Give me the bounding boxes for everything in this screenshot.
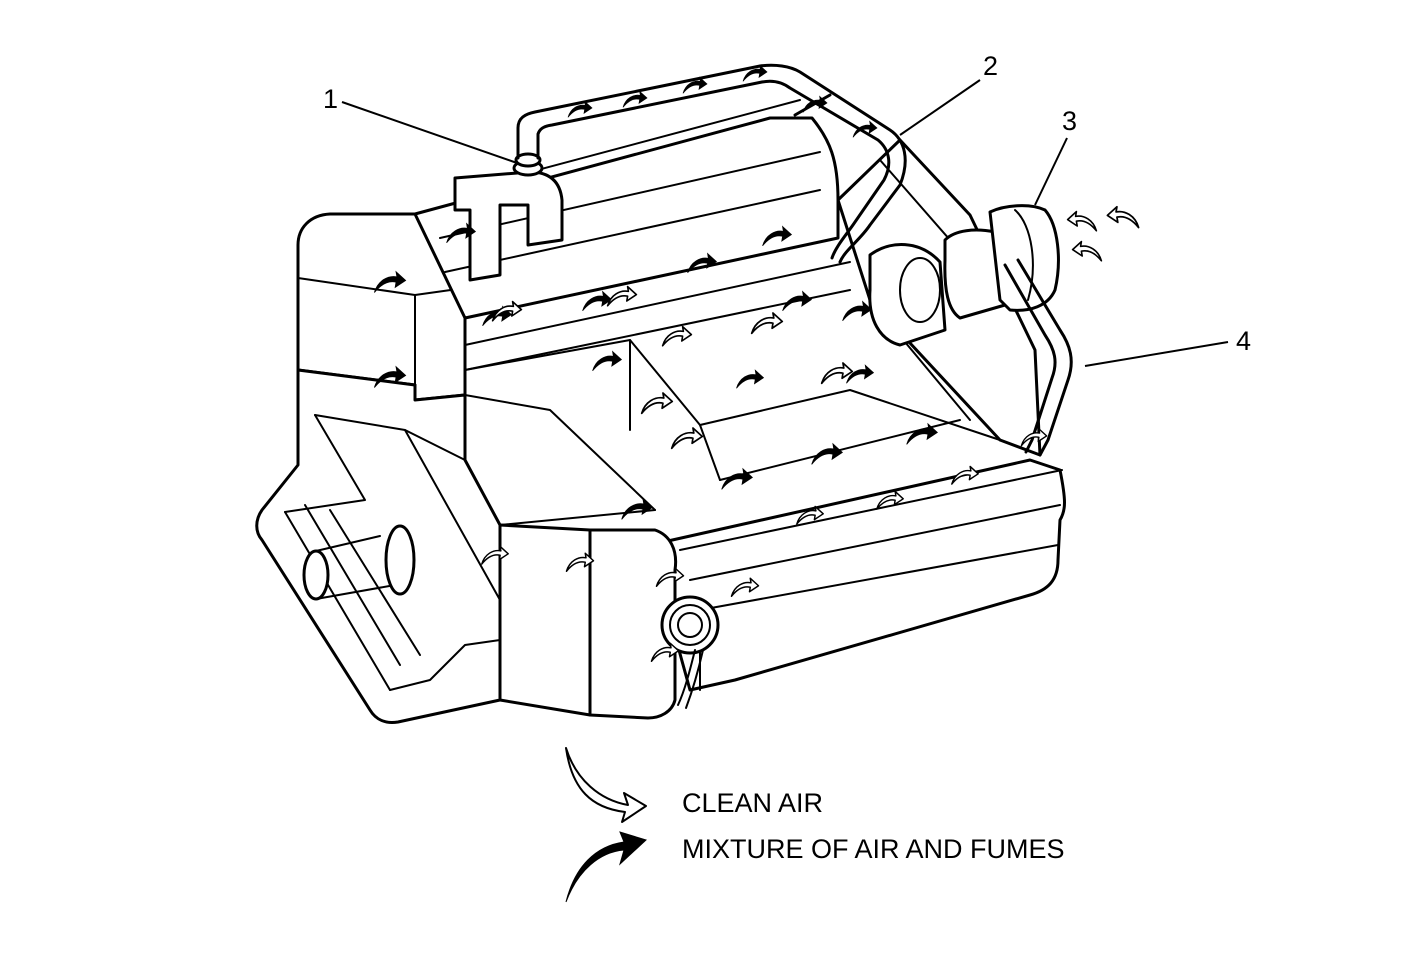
clean-air-legend-icon bbox=[565, 747, 647, 823]
callout-3: 3 bbox=[1034, 106, 1077, 206]
fume-arrow bbox=[842, 301, 872, 322]
valve-cover bbox=[413, 116, 840, 320]
callout-leader-4 bbox=[1084, 341, 1229, 367]
clean-air-arrow bbox=[1066, 210, 1098, 232]
front-center-face bbox=[498, 523, 592, 717]
clean-air-arrow bbox=[640, 392, 674, 415]
clean-air-arrow bbox=[750, 312, 784, 335]
oil-filler-cap bbox=[660, 595, 720, 709]
front-right-face bbox=[588, 528, 678, 720]
clean-air-arrow bbox=[606, 285, 638, 307]
callout-label-4: 4 bbox=[1236, 326, 1251, 356]
callout-leader-1 bbox=[341, 101, 518, 164]
fumes-legend-icon bbox=[565, 831, 647, 903]
clean-air-arrow bbox=[670, 427, 704, 450]
legend-clean-air: CLEAN AIR bbox=[565, 747, 823, 823]
callout-1: 1 bbox=[323, 84, 518, 164]
clean-air-arrow bbox=[661, 325, 693, 347]
fume-arrow bbox=[582, 291, 612, 312]
clean-air-arrow bbox=[1106, 205, 1140, 229]
pcv-valve-assembly bbox=[453, 152, 564, 282]
fume-arrow bbox=[592, 351, 622, 372]
fume-arrow bbox=[852, 120, 878, 138]
crank-shaft-end bbox=[302, 549, 330, 601]
air-intake bbox=[868, 204, 1060, 347]
callout-2: 2 bbox=[899, 51, 998, 136]
callout-4: 4 bbox=[1084, 326, 1251, 367]
callout-label-2: 2 bbox=[983, 51, 998, 81]
legend-label-clean-air: CLEAN AIR bbox=[682, 788, 823, 818]
right-valve-cover bbox=[648, 458, 1066, 692]
callout-leader-3 bbox=[1034, 137, 1068, 206]
engine-block bbox=[255, 99, 1066, 724]
callout-leader-2 bbox=[899, 79, 981, 136]
callout-label-1: 1 bbox=[323, 84, 338, 114]
fresh-air-hose bbox=[1003, 258, 1073, 457]
clean-air-arrow bbox=[1071, 240, 1103, 262]
legend: CLEAN AIR MIXTURE OF AIR AND FUMES bbox=[565, 747, 1065, 903]
legend-label-fumes: MIXTURE OF AIR AND FUMES bbox=[682, 834, 1065, 864]
callout-label-3: 3 bbox=[1062, 106, 1077, 136]
crank-pulley-hub bbox=[384, 524, 416, 596]
fume-arrow bbox=[846, 364, 874, 384]
fume-arrow bbox=[811, 443, 843, 465]
fume-arrow bbox=[736, 369, 764, 389]
legend-fumes: MIXTURE OF AIR AND FUMES bbox=[565, 831, 1065, 903]
fume-arrow bbox=[782, 291, 812, 312]
